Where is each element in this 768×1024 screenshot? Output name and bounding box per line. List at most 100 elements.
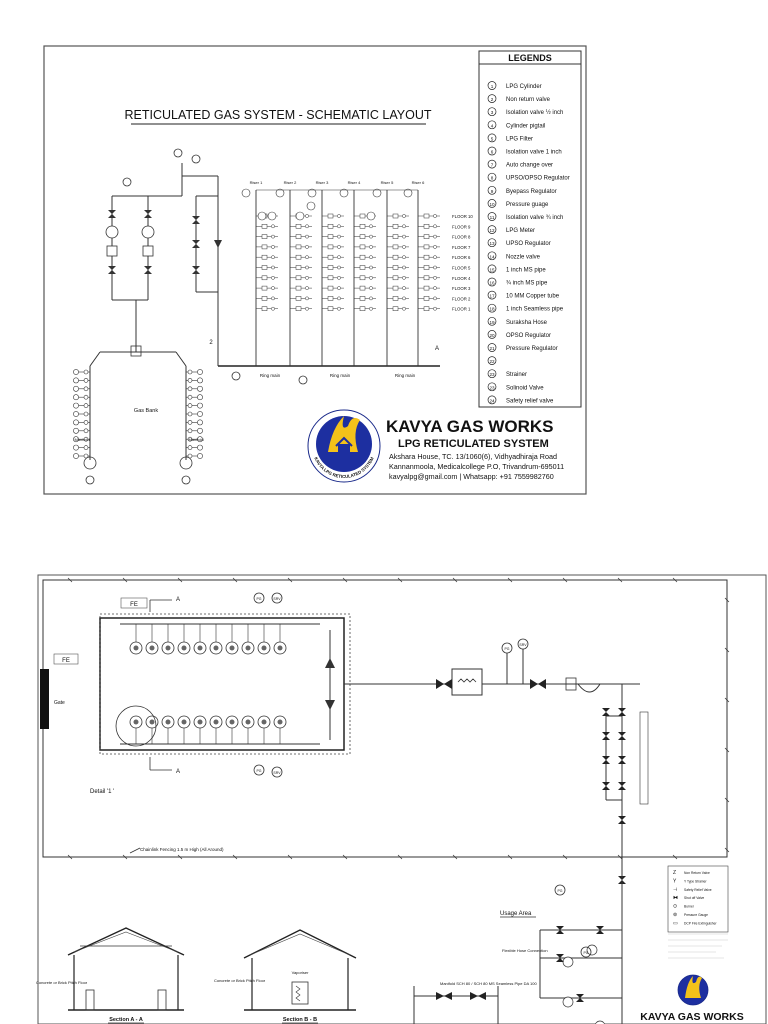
cylinder-valve-icon	[83, 386, 89, 392]
lpg-cylinder-icon	[197, 436, 203, 443]
company-tagline: LPG RETICULATED SYSTEM	[398, 438, 549, 450]
company-name-small: KAVYA GAS WORKS	[640, 1011, 743, 1023]
flow-arrow-up	[325, 658, 335, 668]
company-block: KAVYA LPG RETICULATED SYSTEM KAVYA GAS W…	[307, 409, 564, 483]
callout-badge	[267, 211, 277, 221]
legend-number: 2	[491, 97, 494, 102]
legend-number-badge	[487, 81, 497, 90]
legend-number: 15	[489, 267, 495, 272]
valve-icon	[602, 756, 610, 760]
legend-number: 16	[489, 281, 495, 286]
filter-unit	[565, 677, 577, 691]
svg-text:PG: PG	[256, 597, 261, 601]
legend-number: 24	[489, 398, 495, 403]
ring-main-label-1: Ring main	[260, 373, 281, 378]
burner-icon	[562, 956, 574, 968]
lpg-cylinder-icon	[73, 419, 79, 426]
regulator-icon	[271, 245, 275, 249]
cylinder-valve-icon	[83, 369, 89, 375]
regulator-icon	[305, 265, 309, 270]
regulator-icon	[402, 214, 406, 218]
regulator-icon	[271, 265, 275, 270]
mini-legend-glyph: ⊙	[673, 904, 677, 910]
cylinder-top	[181, 719, 187, 725]
legend-number-badge	[487, 330, 497, 339]
legend-number: 5	[491, 136, 494, 141]
company-seal: KAVYA LPG RETICULATED SYSTEM	[307, 409, 381, 483]
regulator-icon	[369, 306, 373, 311]
valve-icon	[602, 712, 610, 716]
fence-post	[122, 577, 128, 583]
cylinder-valve-icon	[83, 420, 89, 425]
regulator-icon	[402, 255, 406, 260]
lpg-cylinder-icon	[197, 419, 203, 426]
fence-post	[452, 577, 458, 583]
callout-10	[191, 154, 201, 164]
legend-item-text: Suraksha Hose	[506, 320, 548, 326]
sheet-layout: Chainlink Fencing 1.5 m High (All Around…	[36, 574, 767, 1024]
callout-badge	[257, 211, 267, 221]
isolation-valve-icon	[108, 266, 116, 270]
meter-icon	[423, 224, 430, 229]
fe-label-1: FE	[130, 602, 138, 608]
legend-number: 23	[489, 372, 495, 377]
manifold-detail: Manifold SCH 80 / SCH 80 MS Seamless Pip…	[413, 981, 537, 1024]
cylinder-top	[165, 719, 171, 725]
detail-circle	[115, 705, 157, 747]
meter-icon	[423, 306, 430, 311]
regulator-icon	[337, 286, 341, 290]
isolation-valve-icon	[144, 210, 152, 214]
company-address-2: Kannanmoola, Medicalcollege P.O, Trivand…	[389, 462, 564, 471]
valve-icon	[596, 930, 604, 934]
manifold-label-right: Manifold	[188, 437, 203, 442]
regulator-icon	[433, 265, 437, 270]
meter-icon	[359, 296, 366, 301]
valve-icon	[618, 756, 626, 760]
fence-post	[562, 854, 568, 860]
cylinder-top	[261, 645, 267, 651]
legend-item-text: Pressure guage	[506, 202, 549, 208]
pg-usage-2	[580, 946, 592, 958]
reg-panel	[639, 711, 649, 805]
mini-legend-text: Burner	[684, 905, 695, 909]
valve-icon	[602, 736, 610, 740]
cylinder-top	[197, 645, 203, 651]
fence-post	[672, 854, 678, 860]
floor-label: FLOOR 6	[452, 255, 471, 260]
meter-icon	[392, 296, 399, 301]
callout-16	[275, 188, 285, 198]
meter-icon	[327, 213, 334, 219]
fence-post	[724, 797, 730, 803]
callout-badge	[295, 211, 305, 221]
regulator-icon	[402, 265, 406, 270]
riser-label: Riser 5	[381, 180, 394, 185]
floor-label: FLOOR 4	[452, 276, 471, 281]
cylinder-top	[181, 645, 187, 651]
regulator-icon	[305, 255, 309, 260]
section-mark-a: A	[435, 346, 439, 352]
meter-icon	[295, 275, 302, 281]
schematic-title: RETICULATED GAS SYSTEM - SCHEMATIC LAYOU…	[125, 108, 432, 122]
lpg-cylinder-icon	[197, 444, 203, 451]
fence-post	[724, 597, 730, 603]
flexible-hose-label: Flexible Hose Connection	[502, 948, 548, 953]
section-mark-a-bottom: A	[176, 769, 180, 775]
regulator-icon	[105, 225, 119, 239]
meter-icon	[295, 244, 302, 250]
legend-number-badge	[487, 343, 497, 352]
meter-icon	[392, 254, 399, 260]
meter-icon	[295, 306, 302, 311]
legend-number: 10	[489, 202, 495, 207]
svg-text:SRV: SRV	[519, 643, 527, 647]
cylinder-top	[277, 719, 283, 725]
manifold-note: Manifold SCH 80 / SCH 80 MS Seamless Pip…	[440, 981, 537, 986]
legend-number: 20	[489, 333, 495, 338]
meter-icon	[423, 265, 430, 270]
legend-item-text: Pressure Regulator	[506, 346, 558, 352]
valve-icon	[602, 782, 610, 786]
legend-item-text: LPG Cylinder	[506, 84, 542, 90]
meter-icon	[359, 234, 366, 239]
relief-valve-icon	[271, 592, 283, 604]
regulator-icon	[305, 286, 309, 290]
